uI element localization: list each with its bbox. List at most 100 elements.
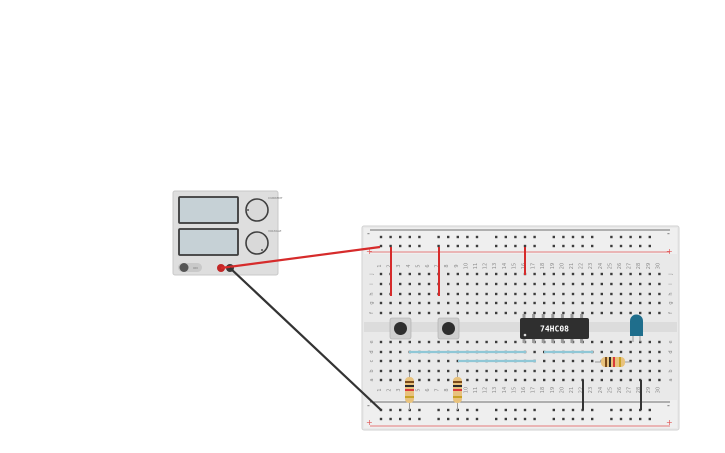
breadboard-hole[interactable] <box>571 378 575 382</box>
breadboard-hole[interactable] <box>552 359 555 363</box>
breadboard-hole[interactable] <box>648 369 651 373</box>
breadboard-hole[interactable] <box>399 282 402 286</box>
breadboard-hole[interactable] <box>437 311 440 315</box>
rail-hole[interactable] <box>591 235 594 239</box>
rail-hole[interactable] <box>552 235 555 239</box>
breadboard-hole[interactable] <box>389 340 392 344</box>
breadboard-hole[interactable] <box>437 369 440 373</box>
breadboard-hole[interactable] <box>523 301 527 305</box>
breadboard-hole[interactable] <box>447 359 450 363</box>
breadboard-hole[interactable] <box>504 378 507 382</box>
rail-hole[interactable] <box>475 417 479 421</box>
breadboard-hole[interactable] <box>629 369 632 373</box>
breadboard-hole[interactable] <box>600 350 603 354</box>
breadboard-hole[interactable] <box>552 311 555 315</box>
breadboard-hole[interactable] <box>418 301 421 305</box>
rail-hole[interactable] <box>456 417 459 421</box>
rail-hole[interactable] <box>523 417 527 421</box>
rail-hole[interactable] <box>629 408 632 412</box>
breadboard-hole[interactable] <box>619 378 623 382</box>
breadboard-hole[interactable] <box>658 292 661 296</box>
breadboard-hole[interactable] <box>619 292 623 296</box>
breadboard-hole[interactable] <box>610 311 613 315</box>
breadboard-hole[interactable] <box>427 340 431 344</box>
breadboard-hole[interactable] <box>475 311 479 315</box>
breadboard-hole[interactable] <box>379 301 383 305</box>
breadboard-hole[interactable] <box>562 359 565 363</box>
breadboard-hole[interactable] <box>389 369 392 373</box>
rail-hole[interactable] <box>504 417 507 421</box>
breadboard-hole[interactable] <box>639 301 642 305</box>
breadboard-hole[interactable] <box>504 369 507 373</box>
breadboard-hole[interactable] <box>399 359 402 363</box>
breadboard-hole[interactable] <box>389 350 392 354</box>
breadboard-hole[interactable] <box>562 301 565 305</box>
breadboard-hole[interactable] <box>571 311 575 315</box>
breadboard-hole[interactable] <box>610 282 613 286</box>
breadboard-hole[interactable] <box>591 282 594 286</box>
breadboard-hole[interactable] <box>485 282 488 286</box>
breadboard-hole[interactable] <box>581 369 584 373</box>
rail-hole[interactable] <box>399 408 402 412</box>
breadboard-hole[interactable] <box>379 282 383 286</box>
breadboard-hole[interactable] <box>571 369 575 373</box>
breadboard-hole[interactable] <box>514 301 517 305</box>
breadboard-hole[interactable] <box>456 301 459 305</box>
breadboard-hole[interactable] <box>600 282 603 286</box>
breadboard-hole[interactable] <box>504 340 507 344</box>
breadboard-hole[interactable] <box>495 311 498 315</box>
rail-hole[interactable] <box>504 244 507 248</box>
breadboard-hole[interactable] <box>379 350 383 354</box>
breadboard-hole[interactable] <box>581 359 584 363</box>
breadboard-hole[interactable] <box>629 359 632 363</box>
breadboard-hole[interactable] <box>379 359 383 363</box>
rail-hole[interactable] <box>562 417 565 421</box>
breadboard-hole[interactable] <box>658 340 661 344</box>
breadboard-hole[interactable] <box>485 369 488 373</box>
breadboard-hole[interactable] <box>399 378 402 382</box>
push-button-a[interactable] <box>389 317 412 340</box>
breadboard-hole[interactable] <box>514 369 517 373</box>
breadboard-hole[interactable] <box>600 301 603 305</box>
rail-hole[interactable] <box>610 235 613 239</box>
rail-hole[interactable] <box>552 417 555 421</box>
rail-hole[interactable] <box>399 244 402 248</box>
rail-hole[interactable] <box>533 235 536 239</box>
breadboard-hole[interactable] <box>418 359 421 363</box>
breadboard-hole[interactable] <box>523 292 527 296</box>
breadboard-hole[interactable] <box>600 272 603 276</box>
breadboard-hole[interactable] <box>543 359 546 363</box>
breadboard-hole[interactable] <box>427 378 431 382</box>
breadboard-hole[interactable] <box>571 359 575 363</box>
breadboard-hole[interactable] <box>552 282 555 286</box>
breadboard-hole[interactable] <box>552 292 555 296</box>
breadboard-hole[interactable] <box>591 292 594 296</box>
breadboard-hole[interactable] <box>610 340 613 344</box>
rail-hole[interactable] <box>619 235 623 239</box>
rail-hole[interactable] <box>648 235 651 239</box>
breadboard-hole[interactable] <box>514 292 517 296</box>
breadboard-hole[interactable] <box>658 359 661 363</box>
breadboard-hole[interactable] <box>610 272 613 276</box>
breadboard-hole[interactable] <box>427 369 431 373</box>
breadboard-hole[interactable] <box>475 369 479 373</box>
rail-hole[interactable] <box>591 244 594 248</box>
breadboard-hole[interactable] <box>456 282 459 286</box>
breadboard-hole[interactable] <box>495 272 498 276</box>
rail-hole[interactable] <box>619 417 623 421</box>
breadboard-hole[interactable] <box>543 369 546 373</box>
rail-hole[interactable] <box>533 244 536 248</box>
breadboard-hole[interactable] <box>418 369 421 373</box>
breadboard-hole[interactable] <box>389 311 392 315</box>
breadboard-hole[interactable] <box>466 292 469 296</box>
rail-hole[interactable] <box>648 244 651 248</box>
breadboard-hole[interactable] <box>610 301 613 305</box>
breadboard-hole[interactable] <box>648 282 651 286</box>
breadboard-hole[interactable] <box>543 272 546 276</box>
breadboard-hole[interactable] <box>533 311 536 315</box>
breadboard-hole[interactable] <box>523 378 527 382</box>
rail-hole[interactable] <box>437 244 440 248</box>
breadboard-hole[interactable] <box>495 378 498 382</box>
breadboard-hole[interactable] <box>619 272 623 276</box>
